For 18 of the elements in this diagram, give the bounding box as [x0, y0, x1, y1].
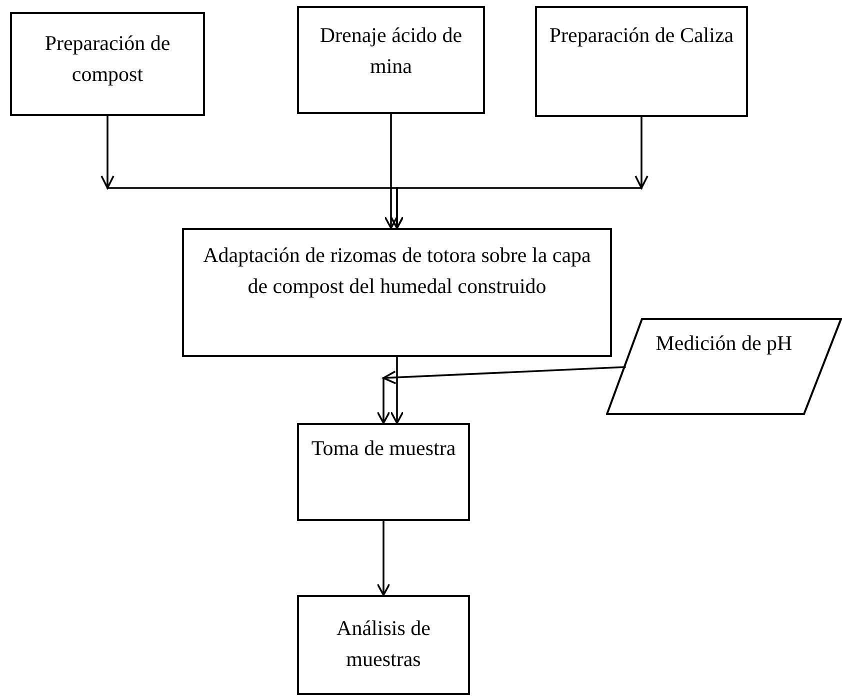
process-box: [182, 228, 612, 357]
arrow: [390, 117, 648, 229]
arrow: [376, 366, 626, 424]
step-label: Preparación de Caliza: [548, 22, 735, 49]
process-box: [535, 6, 748, 117]
step-label: Análisis de muestras: [336, 615, 432, 673]
arrow: [390, 357, 404, 424]
step-label: Adaptación de rizomas de totora sobre la capa de compost del humedal construido: [202, 242, 592, 300]
step-label: Preparación de compost: [44, 30, 172, 88]
step-label: Medición de pH: [654, 330, 794, 357]
process-box: [10, 12, 205, 116]
process-box: [297, 423, 470, 521]
step-label: Toma de muestra: [310, 435, 457, 462]
process-box: [297, 595, 470, 695]
step-label: Drenaje ácido de mina: [318, 22, 464, 80]
arrow: [384, 114, 398, 229]
process-box: [297, 6, 485, 114]
arrow: [376, 521, 390, 596]
